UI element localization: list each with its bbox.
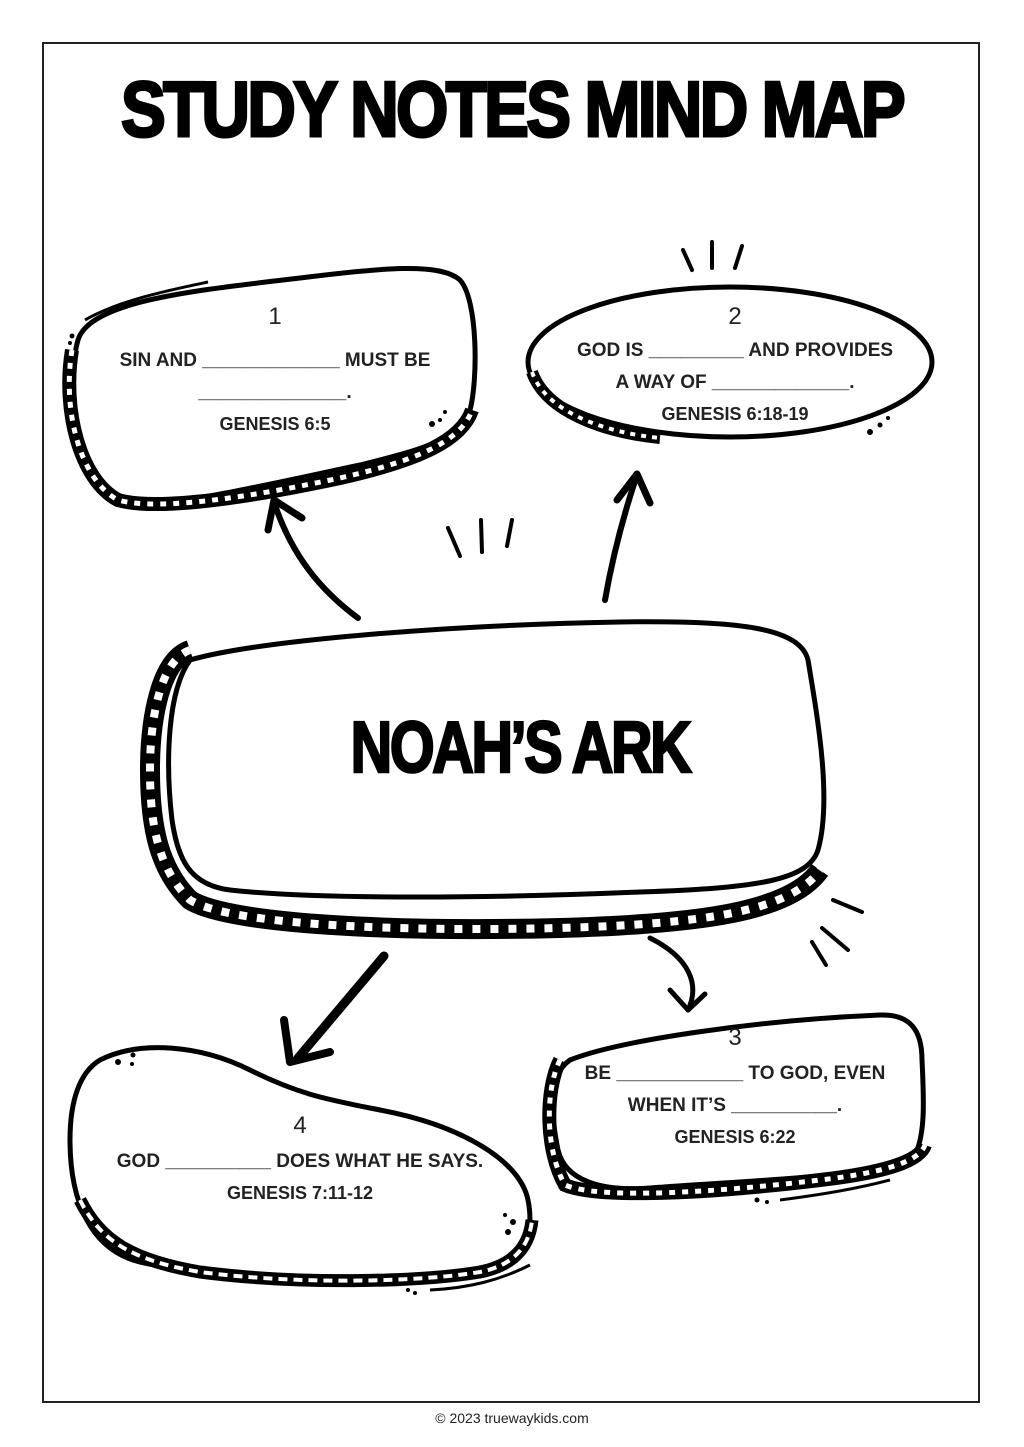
center-topic: NOAH’S ARK	[350, 708, 693, 788]
fill-in-line[interactable]: BE ____________ TO GOD, EVEN	[584, 1063, 886, 1084]
sparkle-lines-icon	[446, 518, 514, 558]
scripture-reference: GENESIS 6:22	[674, 1127, 796, 1147]
page-border	[42, 42, 980, 1403]
arrow-up-right-icon	[602, 470, 654, 603]
page-title: STUDY NOTES MIND MAP	[120, 65, 907, 153]
arrow-up-left-icon	[264, 496, 361, 621]
node-1: 1 SIN AND _____________ MUST BE ________…	[90, 303, 460, 439]
node-4-shape	[67, 1045, 539, 1295]
arrow-down-left-icon	[280, 951, 389, 1066]
scripture-reference: GENESIS 7:11-12	[226, 1183, 374, 1203]
fill-in-line[interactable]: ______________.	[198, 382, 352, 403]
node-3-shape	[542, 1012, 932, 1204]
scripture-reference: GENESIS 6:18-19	[661, 404, 809, 424]
fill-in-line[interactable]: A WAY OF _____________.	[615, 372, 855, 393]
node-number: 2	[728, 303, 742, 330]
node-2: 2 GOD IS _________ AND PROVIDES A WAY OF…	[535, 303, 935, 429]
fill-in-line[interactable]: GOD __________ DOES WHAT HE SAYS.	[116, 1151, 484, 1172]
node-number: 3	[728, 1024, 742, 1051]
node-3: 3 BE ____________ TO GOD, EVEN WHEN IT’S…	[550, 1024, 920, 1152]
fill-in-line[interactable]: WHEN IT’S __________.	[627, 1095, 843, 1116]
node-2-shape	[525, 240, 935, 444]
node-1-shape	[62, 265, 479, 512]
fill-in-line[interactable]: GOD IS _________ AND PROVIDES	[576, 340, 894, 361]
copyright-footer: © 2023 truewaykids.com	[435, 1410, 589, 1426]
node-number: 1	[268, 303, 282, 330]
node-4: 4 GOD __________ DOES WHAT HE SAYS. GENE…	[90, 1112, 510, 1208]
scripture-reference: GENESIS 6:5	[219, 414, 331, 434]
node-number: 4	[293, 1112, 307, 1139]
center-node-shape	[139, 619, 864, 967]
fill-in-line[interactable]: SIN AND _____________ MUST BE	[119, 350, 431, 371]
arrow-down-right-icon	[647, 935, 708, 1013]
